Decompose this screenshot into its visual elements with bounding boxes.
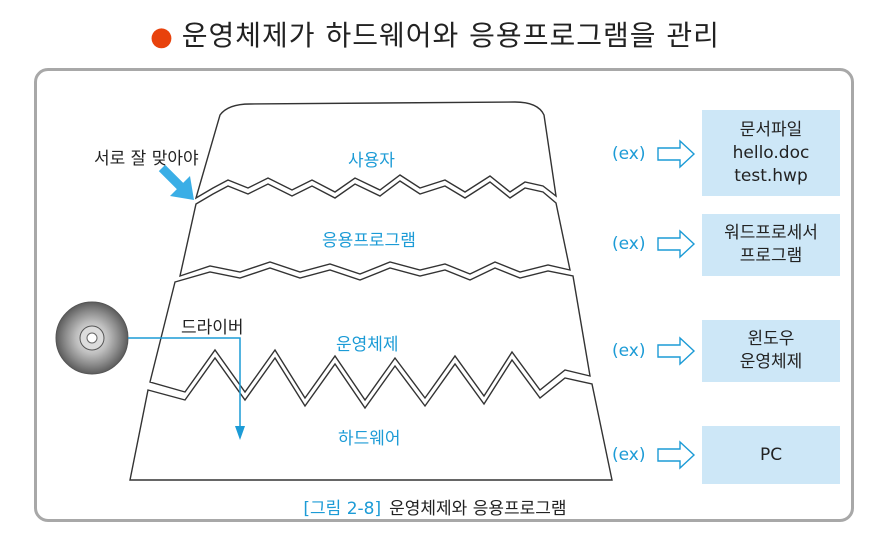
ex-label: (ex) (612, 144, 646, 164)
example-box-hardware: PC (702, 426, 840, 484)
diagram-frame (34, 68, 854, 522)
example-line: 운영체제 (739, 352, 803, 372)
layer-label-os: 운영체제 (336, 335, 399, 355)
title-text: 운영체제가 하드웨어와 응용프로그램을 관리 (181, 19, 720, 52)
example-line: PC (759, 444, 783, 465)
user-layer-shape (194, 101, 557, 200)
figure-caption: [그림 2-8] 운영체제와 응용프로그램 (0, 494, 870, 519)
example-line: hello.doc (732, 142, 810, 163)
example-line: 윈도우 (747, 329, 795, 349)
figure-caption-text: 운영체제와 응용프로그램 (389, 499, 567, 519)
driver-line-icon (128, 337, 245, 440)
layer-label-application: 응용프로그램 (322, 231, 416, 251)
hardware-layer-shape (129, 356, 613, 481)
fit-note: 서로 잘 맞아야 (94, 149, 199, 169)
os-layer-shape (149, 267, 591, 402)
cd-disc-icon (55, 301, 129, 375)
example-box-application: 워드프로세서 프로그램 (702, 214, 840, 276)
example-box-user: 문서파일 hello.doc test.hwp (702, 110, 840, 196)
layer-label-user: 사용자 (348, 151, 395, 171)
bullet-icon: ● (150, 22, 174, 52)
ex-label: (ex) (612, 341, 646, 361)
example-line: test.hwp (734, 165, 808, 186)
application-layer-shape (179, 180, 571, 278)
fit-arrow-icon (158, 164, 194, 200)
example-line: 워드프로세서 (724, 223, 818, 243)
example-box-os: 윈도우 운영체제 (702, 320, 840, 382)
layer-label-hardware: 하드웨어 (338, 429, 401, 449)
example-line: 문서파일 (739, 119, 803, 140)
figure-number: [그림 2-8] (303, 499, 382, 519)
example-line: 프로그램 (739, 246, 803, 266)
page-title: ●운영체제가 하드웨어와 응용프로그램을 관리 (0, 14, 870, 54)
driver-note: 드라이버 (181, 318, 244, 338)
ex-label: (ex) (612, 234, 646, 254)
ex-arrow-icon (657, 139, 696, 470)
ex-label: (ex) (612, 445, 646, 465)
